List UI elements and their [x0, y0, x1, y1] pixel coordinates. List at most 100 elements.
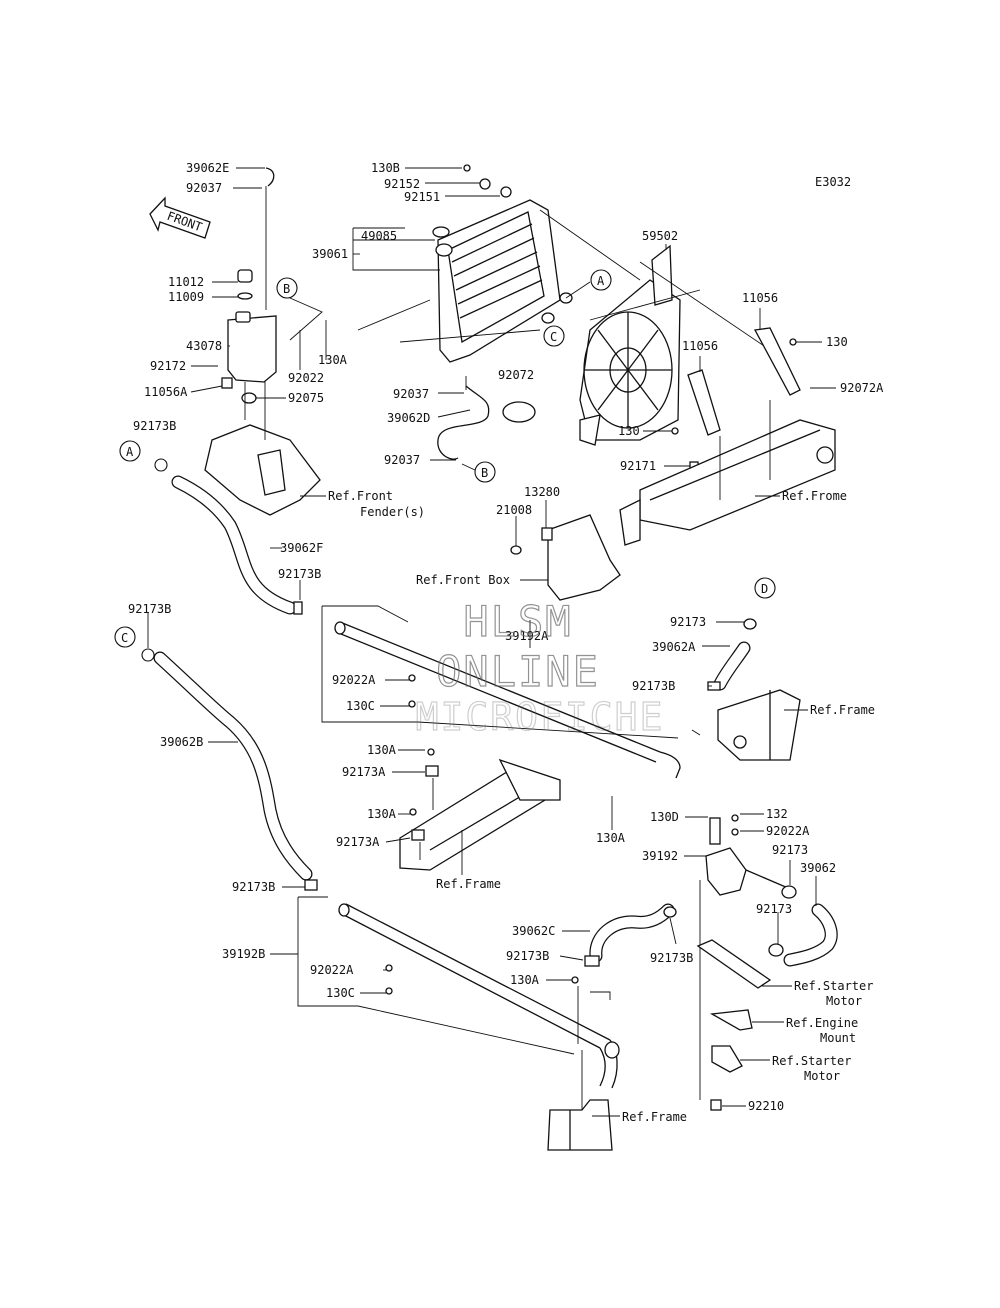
- ref-engine-mount: Ref.Engine: [786, 1016, 858, 1030]
- ref-frame-right: Ref.Frame: [810, 703, 875, 717]
- part-label[interactable]: 43078: [186, 339, 222, 353]
- part-label[interactable]: 92075: [288, 391, 324, 405]
- frame-center: [399, 758, 561, 871]
- ref-front-fender: Ref.Front: [328, 489, 393, 503]
- part-label[interactable]: 130A: [318, 353, 348, 367]
- part-label[interactable]: 130B: [371, 161, 400, 175]
- part-label[interactable]: 92072A: [840, 381, 884, 395]
- part-label[interactable]: 130C: [346, 699, 375, 713]
- part-label[interactable]: 92210: [748, 1099, 784, 1113]
- part-label[interactable]: 92072: [498, 368, 534, 382]
- callout-b-top[interactable]: B: [276, 277, 298, 299]
- part-label[interactable]: 39062B: [160, 735, 203, 749]
- part-label[interactable]: 92173: [756, 902, 792, 916]
- part-label[interactable]: 132: [766, 807, 788, 821]
- ref-front-fender-cont: Fender(s): [360, 505, 425, 519]
- frame-right: [717, 689, 801, 761]
- part-label[interactable]: 21008: [496, 503, 532, 517]
- front-box-bracket: [510, 514, 621, 601]
- part-label[interactable]: 92173B: [278, 567, 321, 581]
- callout-c-left[interactable]: C: [114, 626, 136, 648]
- part-label[interactable]: 130A: [596, 831, 626, 845]
- part-label[interactable]: 92173A: [342, 765, 386, 779]
- part-label[interactable]: 130: [826, 335, 848, 349]
- svg-text:B: B: [481, 466, 488, 480]
- radiator: [432, 164, 573, 363]
- water-pipe-39192: [705, 847, 789, 896]
- part-label[interactable]: 92151: [404, 190, 440, 204]
- part-label[interactable]: 39192A: [505, 629, 549, 643]
- watermark: HLSM ONLINE MICROFICHE: [415, 596, 663, 739]
- ref-starter-motor-a-cont: Motor: [826, 994, 862, 1008]
- part-label[interactable]: 39061: [312, 247, 348, 261]
- diagram-code: E3032: [815, 175, 851, 189]
- part-label[interactable]: 39192: [642, 849, 678, 863]
- part-label[interactable]: 49085: [361, 229, 397, 243]
- part-label[interactable]: 13280: [524, 485, 560, 499]
- callout-a-left[interactable]: A: [119, 440, 141, 462]
- part-label[interactable]: 39062F: [280, 541, 323, 555]
- part-label[interactable]: 92173: [772, 843, 808, 857]
- part-label[interactable]: 11056: [682, 339, 718, 353]
- callout-a-top[interactable]: A: [590, 269, 612, 291]
- part-label[interactable]: 92037: [186, 181, 222, 195]
- ref-starter-motor-b: Ref.Starter: [772, 1054, 851, 1068]
- part-label[interactable]: 92173B: [650, 951, 693, 965]
- ref-frame-upper-right: Ref.Frome: [782, 489, 847, 503]
- part-label[interactable]: 92173A: [336, 835, 380, 849]
- callout-d-right[interactable]: D: [754, 577, 776, 599]
- part-label[interactable]: 92022A: [766, 824, 810, 838]
- ref-starter-motor-b-cont: Motor: [804, 1069, 840, 1083]
- part-label[interactable]: 39192B: [222, 947, 265, 961]
- engine-mount-bracket: [709, 1009, 753, 1031]
- frame-upper-right: [619, 419, 836, 546]
- part-label[interactable]: 11012: [168, 275, 204, 289]
- part-label[interactable]: 39062D: [387, 411, 430, 425]
- part-label[interactable]: 92037: [384, 453, 420, 467]
- callout-b-mid[interactable]: B: [474, 461, 496, 483]
- part-label[interactable]: 92171: [620, 459, 656, 473]
- part-label[interactable]: 92022A: [310, 963, 354, 977]
- svg-text:A: A: [597, 274, 605, 288]
- pipe-39192b: [338, 903, 620, 1089]
- part-label[interactable]: 130A: [367, 743, 397, 757]
- callout-c-top[interactable]: C: [543, 325, 565, 347]
- part-label[interactable]: 130A: [510, 973, 540, 987]
- part-label[interactable]: 92173B: [232, 880, 275, 894]
- part-label[interactable]: 11009: [168, 290, 204, 304]
- part-label[interactable]: 92022A: [332, 673, 376, 687]
- svg-text:HLSM: HLSM: [463, 597, 572, 646]
- svg-text:C: C: [121, 631, 128, 645]
- cooling-fan: [579, 244, 681, 446]
- svg-text:C: C: [550, 330, 557, 344]
- part-label[interactable]: 92173B: [128, 602, 171, 616]
- reservoir-tank: [221, 167, 277, 404]
- part-label[interactable]: 130D: [650, 810, 679, 824]
- part-label[interactable]: 92172: [150, 359, 186, 373]
- pipe-39192a: [334, 621, 681, 779]
- starter-bracket-a: [696, 939, 772, 989]
- ref-starter-motor-a: Ref.Starter: [794, 979, 873, 993]
- part-label[interactable]: 11056A: [144, 385, 188, 399]
- part-label[interactable]: 92022: [288, 371, 324, 385]
- starter-bracket-b: [711, 1045, 743, 1073]
- part-label[interactable]: 59502: [642, 229, 678, 243]
- part-label[interactable]: 130: [618, 424, 640, 438]
- part-label[interactable]: 92152: [384, 177, 420, 191]
- part-label[interactable]: 92037: [393, 387, 429, 401]
- part-label[interactable]: 92173B: [506, 949, 549, 963]
- part-label[interactable]: 11056: [742, 291, 778, 305]
- part-label[interactable]: 39062C: [512, 924, 555, 938]
- part-label[interactable]: 39062: [800, 861, 836, 875]
- part-label[interactable]: 39062A: [652, 640, 696, 654]
- svg-text:A: A: [126, 445, 134, 459]
- part-label[interactable]: 39062E: [186, 161, 229, 175]
- part-label[interactable]: 92173B: [632, 679, 675, 693]
- part-label[interactable]: 92173: [670, 615, 706, 629]
- part-label[interactable]: 130A: [367, 807, 397, 821]
- ref-frame-center: Ref.Frame: [436, 877, 501, 891]
- part-label[interactable]: 130C: [326, 986, 355, 1000]
- part-label[interactable]: 92173B: [133, 419, 176, 433]
